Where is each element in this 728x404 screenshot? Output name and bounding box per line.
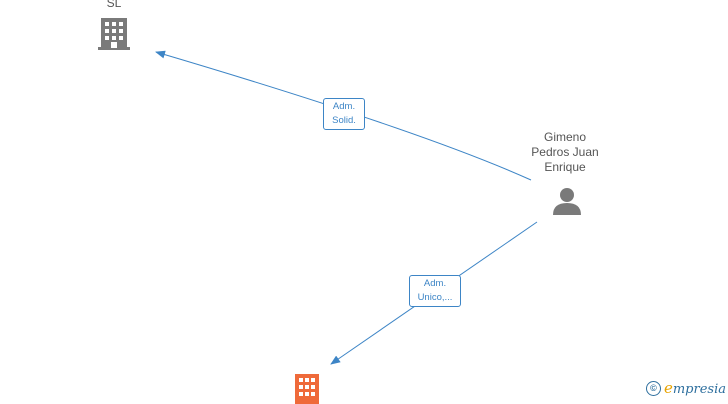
company-top-label: SL bbox=[106, 0, 122, 10]
building-icon[interactable] bbox=[294, 374, 320, 404]
edge-label-adm-unico[interactable]: Adm. Unico,... bbox=[409, 275, 461, 307]
person-name-line-3: Enrique bbox=[544, 160, 586, 174]
edge-label-line: Adm. bbox=[332, 101, 356, 112]
empresia-brand: © empresia bbox=[645, 378, 726, 398]
person-name-label: Gimeno Pedros Juan Enrique bbox=[515, 130, 615, 175]
brand-logo-text: empresia bbox=[664, 379, 726, 397]
person-icon[interactable] bbox=[552, 186, 582, 216]
edge-label-line: Adm. bbox=[423, 278, 447, 289]
person-name-line-1: Gimeno bbox=[543, 130, 587, 144]
brand-rest: mpresia bbox=[672, 382, 726, 397]
person-name-line-2: Pedros Juan bbox=[531, 145, 599, 159]
brand-first-letter: e bbox=[663, 379, 673, 397]
edge-label-adm-solid[interactable]: Adm. Solid. bbox=[323, 98, 365, 130]
edge-person-to-company-top[interactable] bbox=[155, 50, 532, 181]
edge-label-line: Unico,... bbox=[417, 292, 453, 303]
building-icon[interactable] bbox=[97, 17, 131, 51]
edge-label-line: Solid. bbox=[332, 115, 356, 126]
copyright-icon: © bbox=[645, 380, 661, 396]
